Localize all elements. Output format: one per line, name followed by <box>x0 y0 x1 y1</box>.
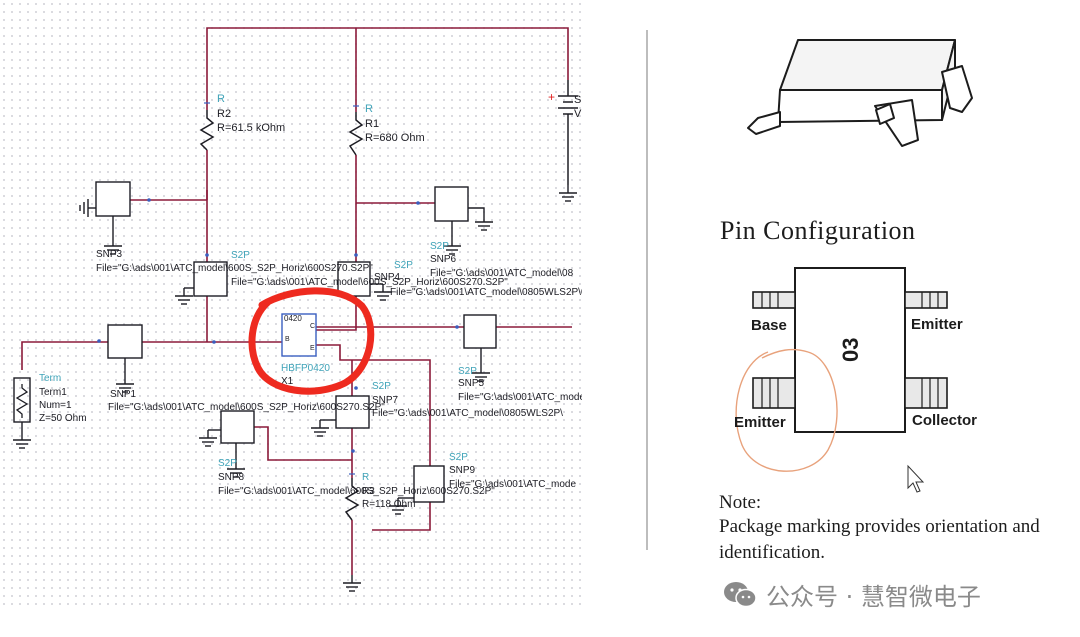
red-highlight-circle <box>248 287 375 395</box>
svg-text:SNP4: SNP4 <box>374 272 401 283</box>
svg-text:C: C <box>310 323 315 330</box>
svg-text:File="G:\ads\001\ATC_model\080: File="G:\ads\001\ATC_model\0805WLS2P\0 <box>458 392 582 403</box>
snp5-box[interactable] <box>463 314 497 349</box>
package-drawing: 03 <box>735 39 973 493</box>
svg-text:E: E <box>310 345 315 352</box>
svg-text:R: R <box>217 93 225 105</box>
snp1-box[interactable] <box>107 324 143 359</box>
svg-text:S2P: S2P <box>231 250 250 261</box>
transistor-x1-box[interactable] <box>281 313 317 357</box>
svg-text:SNP9: SNP9 <box>449 465 476 476</box>
watermark-text: 公众号 · 慧智微电子 <box>766 583 981 611</box>
svg-text:Term1: Term1 <box>39 387 67 398</box>
svg-text:S2P: S2P <box>458 366 477 377</box>
resistor-r1-symbol[interactable] <box>348 112 364 156</box>
svg-text:SNP8: SNP8 <box>218 472 245 483</box>
svg-text:File="G:\ads\001\ATC_model\08: File="G:\ads\001\ATC_model\08 <box>430 268 574 279</box>
snp3-box[interactable] <box>95 181 131 217</box>
svg-text:S2P: S2P <box>449 452 468 463</box>
svg-text:Term: Term <box>39 373 61 384</box>
svg-text:SNP6: SNP6 <box>430 254 457 265</box>
pin-label-base: Base <box>751 317 787 334</box>
wechat-icon <box>724 581 757 607</box>
snp6-box[interactable] <box>434 186 469 222</box>
datasheet-page: 03 Pin Configuration Base Emitter Emitte… <box>650 0 1080 637</box>
svg-text:R=118 Ohm: R=118 Ohm <box>362 499 415 510</box>
resistor-r2-symbol[interactable] <box>199 110 215 151</box>
svg-text:R3: R3 <box>362 486 375 497</box>
package-marking: 03 <box>838 338 863 362</box>
watermark: 公众号 · 慧智微电子 <box>722 577 981 612</box>
svg-text:S: S <box>574 94 581 106</box>
svg-text:S2P: S2P <box>372 381 391 392</box>
svg-text:File="G:\ads\001\ATC_model\080: File="G:\ads\001\ATC_model\0805WLS2P\ <box>372 408 563 419</box>
wires <box>21 27 572 575</box>
svg-text:File="G:\ads\001\ATC_model\600: File="G:\ads\001\ATC_model\600S_S2P_Hori… <box>108 402 385 413</box>
pencil-circle <box>735 348 838 472</box>
svg-text:S2P: S2P <box>218 458 237 469</box>
note-text: Package marking provides orientation and… <box>719 516 1040 563</box>
schematic-canvas[interactable]: + R R2 R=61.5 kOhm R R1 R=680 Ohm R R3 R… <box>0 0 582 610</box>
pin-leads <box>752 291 948 409</box>
svg-text:V: V <box>574 108 582 120</box>
package-body <box>794 267 906 433</box>
svg-text:R1: R1 <box>365 118 379 130</box>
svg-text:File="G:\ads\001\ATC_model\600: File="G:\ads\001\ATC_model\600S_S2P_Hori… <box>231 277 508 288</box>
svg-text:File="G:\ads\001\ATC_model\600: File="G:\ads\001\ATC_model\600S_S2P_Hori… <box>218 486 495 497</box>
svg-text:B: B <box>285 336 290 343</box>
package-3d-icon <box>747 39 973 147</box>
svg-text:R2: R2 <box>217 108 231 120</box>
svg-text:Num=1: Num=1 <box>39 400 72 411</box>
svg-text:Z=50 Ohm: Z=50 Ohm <box>39 413 87 424</box>
pin-configuration-title: Pin Configuration <box>720 216 916 245</box>
svg-text:SNP3: SNP3 <box>96 249 123 260</box>
svg-text:S2P: S2P <box>430 241 449 252</box>
svg-text:SNP1: SNP1 <box>110 389 137 400</box>
svg-text:0420: 0420 <box>284 314 302 323</box>
svg-text:R=680 Ohm: R=680 Ohm <box>365 132 425 144</box>
resistor-r3-symbol[interactable] <box>344 478 360 521</box>
snp2-box[interactable] <box>193 261 228 297</box>
schematic-drawing: + R R2 R=61.5 kOhm R R1 R=680 Ohm R R3 R… <box>12 27 582 592</box>
svg-text:SNP7: SNP7 <box>372 395 399 406</box>
note-title: Note: <box>719 492 762 513</box>
svg-text:File="G:\ads\001\ATC_mode: File="G:\ads\001\ATC_mode <box>449 479 576 490</box>
mouse-cursor-icon <box>907 464 925 493</box>
term1-symbol[interactable] <box>13 377 31 432</box>
svg-text:R: R <box>362 472 369 483</box>
divider <box>646 30 648 550</box>
svg-text:File="G:\ads\001\ATC_model\080: File="G:\ads\001\ATC_model\0805WLS2P\080… <box>390 287 582 298</box>
svg-text:SNP5: SNP5 <box>458 378 485 389</box>
svg-text:S2P: S2P <box>394 260 413 271</box>
pin-label-emitter-left: Emitter <box>734 414 786 431</box>
svg-text:HBFP0420: HBFP0420 <box>281 363 330 374</box>
snp4-box[interactable] <box>337 261 371 297</box>
snp8-box[interactable] <box>220 410 255 444</box>
svg-text:File="G:\ads\001\ATC_model\600: File="G:\ads\001\ATC_model\600S_S2P_Hori… <box>96 263 373 274</box>
svg-text:X1: X1 <box>281 376 294 387</box>
dc-source-symbol[interactable] <box>558 80 578 185</box>
snp9-box[interactable] <box>413 465 445 503</box>
svg-text:R=61.5 kOhm: R=61.5 kOhm <box>217 122 285 134</box>
pin-label-collector: Collector <box>912 412 978 429</box>
svg-text:+: + <box>548 90 555 104</box>
snp7-box[interactable] <box>335 395 370 429</box>
pin-label-emitter-right: Emitter <box>911 316 963 333</box>
svg-text:R: R <box>365 103 373 115</box>
